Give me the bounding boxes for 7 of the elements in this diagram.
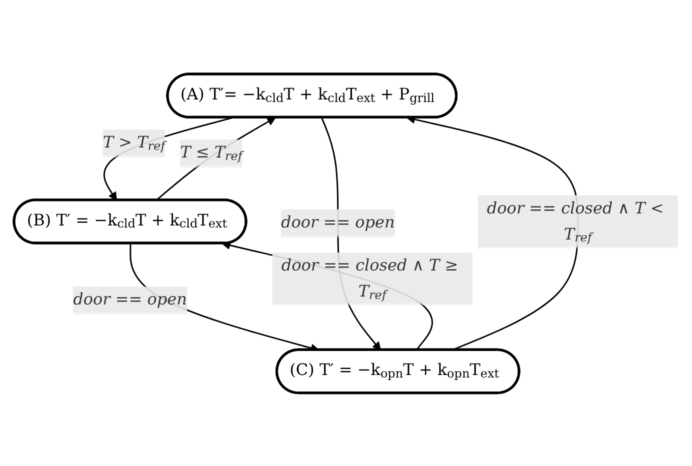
edge-label: door == closed ∧ T < T$_{ref}$	[486, 198, 664, 244]
edge-label: door == closed ∧ T ≥ T$_{ref}$	[281, 255, 458, 302]
edge-label: T ≤ T$_{ref}$	[180, 142, 242, 163]
edge-label: T > T$_{ref}$	[102, 132, 166, 153]
arrow	[156, 116, 276, 200]
edge-label: door == open	[73, 289, 187, 308]
edge-label: door == open	[281, 212, 395, 231]
